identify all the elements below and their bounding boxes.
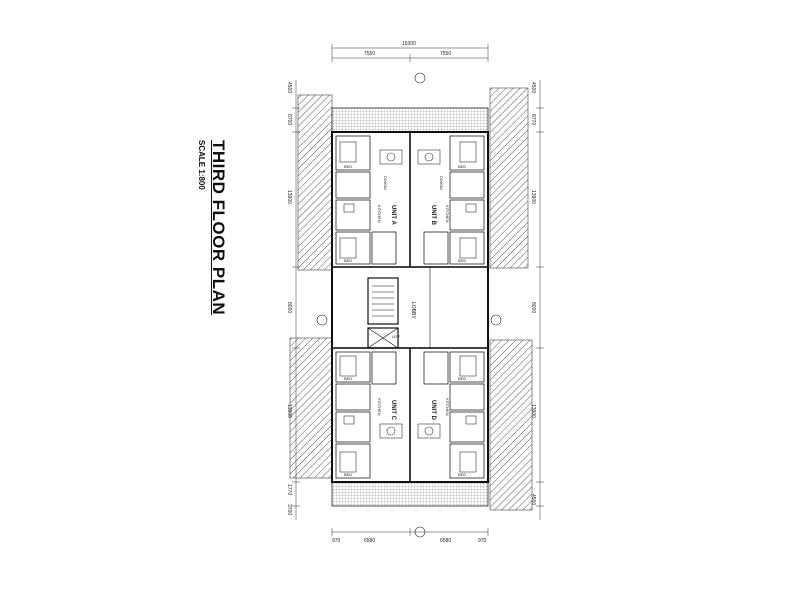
room-label-lift: LIFT bbox=[392, 334, 401, 339]
room-label-bed: BED bbox=[344, 376, 352, 381]
dim-bottom-left-small: 970 bbox=[332, 538, 341, 544]
room-label-kitchen: KITCHEN bbox=[445, 398, 450, 416]
dim-left-top-a: 4500 bbox=[286, 82, 292, 93]
room-label-bed: BED bbox=[458, 472, 466, 477]
room-label-kitchen: KITCHEN bbox=[445, 205, 450, 223]
furniture bbox=[339, 141, 477, 473]
room-label-bed: BED bbox=[344, 258, 352, 263]
dim-left-bottom-b: 3700 bbox=[286, 504, 292, 515]
dim-right-top-a: 4500 bbox=[530, 82, 536, 93]
dim-bottom-right: 6580 bbox=[440, 538, 451, 544]
room-label-kitchen: KITCHEN bbox=[377, 398, 382, 416]
dim-top-left: 7550 bbox=[364, 51, 375, 57]
dimension-lines bbox=[292, 44, 544, 536]
dim-right-bottom: 4500 bbox=[530, 494, 536, 505]
room-label-dining: DINING bbox=[383, 176, 388, 190]
dim-right-middle: 8000 bbox=[530, 302, 536, 313]
room-labels: BED BED BED BED BED BED BED BED KITCHEN … bbox=[344, 164, 466, 477]
room-label-bed: BED bbox=[344, 472, 352, 477]
dim-left-middle: 8000 bbox=[286, 302, 292, 313]
room-label-bed: BED bbox=[458, 376, 466, 381]
room-label-bed: BED bbox=[458, 164, 466, 169]
dim-right-top-b: 8770 bbox=[530, 114, 536, 125]
room-label-dining: DINING bbox=[439, 176, 444, 190]
building-walls bbox=[331, 131, 489, 483]
room-label-lobby: LOBBY bbox=[410, 302, 416, 319]
neighbour-hatching bbox=[289, 87, 533, 511]
dim-left-top-b: 8700 bbox=[286, 114, 292, 125]
unit-c-label: UNIT C bbox=[390, 400, 396, 421]
room-label-bed: BED bbox=[344, 164, 352, 169]
unit-b-label: UNIT B bbox=[430, 205, 436, 226]
grid-markers bbox=[316, 72, 502, 538]
dim-left-upper: 13900 bbox=[286, 190, 292, 204]
unit-d-label: UNIT D bbox=[430, 400, 436, 421]
dim-right-upper: 13900 bbox=[530, 190, 536, 204]
unit-labels: UNIT A UNIT B UNIT C UNIT D bbox=[390, 205, 436, 421]
dim-left-lower: 13900 bbox=[286, 404, 292, 418]
dim-top-right: 7550 bbox=[440, 51, 451, 57]
room-label-bed: BED bbox=[458, 258, 466, 263]
balconies bbox=[331, 107, 489, 507]
dimension-labels: 15300 7550 7550 6580 6580 970 970 4500 8… bbox=[286, 41, 536, 544]
dim-right-lower: 13900 bbox=[530, 404, 536, 418]
unit-a-label: UNIT A bbox=[390, 205, 396, 225]
dim-left-bottom-a: 1770 bbox=[286, 484, 292, 495]
dim-top-total: 15300 bbox=[402, 41, 416, 47]
dim-bottom-left: 6580 bbox=[364, 538, 375, 544]
room-label-kitchen: KITCHEN bbox=[377, 205, 382, 223]
room-partitions bbox=[335, 135, 485, 479]
dim-bottom-right-small: 970 bbox=[478, 538, 487, 544]
